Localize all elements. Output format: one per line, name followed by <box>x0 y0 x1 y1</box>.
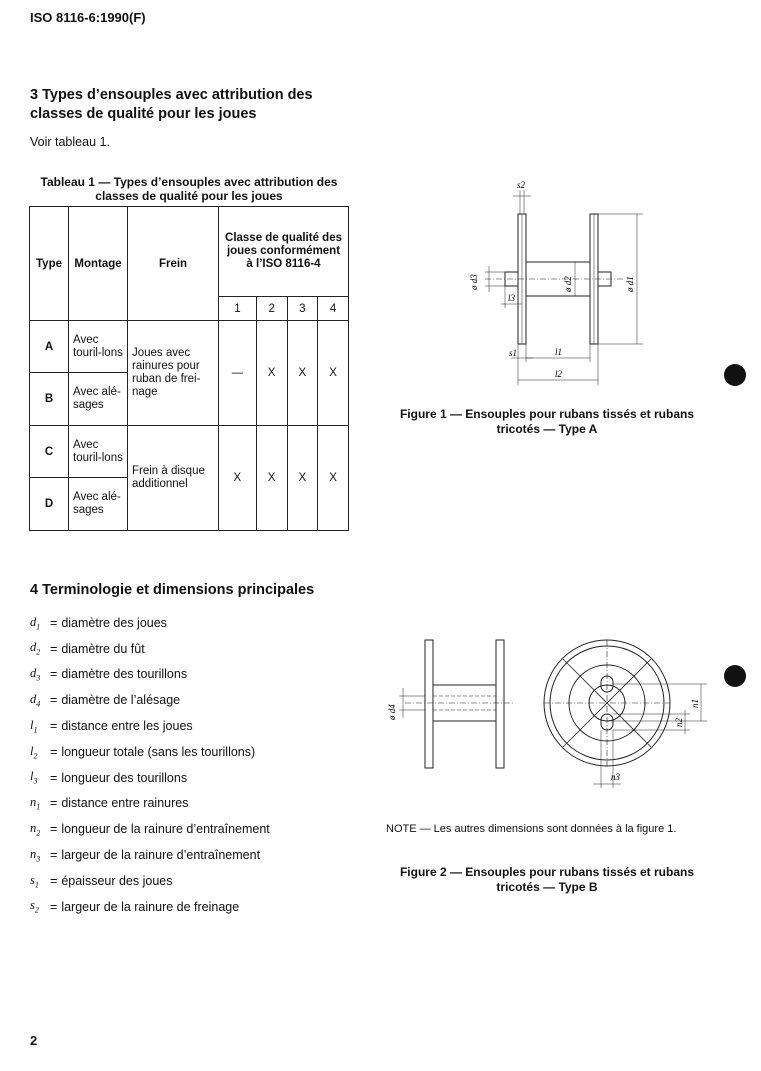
term-item: l2=longueur totale (sans les tourillons) <box>30 743 256 761</box>
term-definition: épaisseur des joues <box>61 873 173 888</box>
figure-1-drawing: s2 ø d3 ø d2 ø d1 l3 s1 l1 l2 <box>469 180 643 385</box>
label-d2: ø d2 <box>563 276 573 293</box>
label-d1: ø d1 <box>625 276 635 293</box>
label-d4: ø d4 <box>387 704 397 721</box>
term-definition: diamètre du fût <box>61 641 145 656</box>
table-row: A Avec touril-lons Joues avec rainures p… <box>29 320 349 426</box>
label-s2: s2 <box>517 180 526 190</box>
term-symbol: d2 <box>30 640 41 657</box>
term-item: n1=distance entre rainures <box>30 795 189 812</box>
label-l1: l1 <box>555 347 562 357</box>
term-definition: distance entre rainures <box>61 796 189 811</box>
term-item: s2=largeur de la rainure de freinage <box>30 898 240 915</box>
term-item: l3=longueur des tourillons <box>30 769 188 786</box>
term-definition: distance entre les joues <box>61 719 193 734</box>
label-s1: s1 <box>509 348 517 358</box>
label-n2: n2 <box>674 718 684 728</box>
class-3: 3 <box>286 296 319 321</box>
figure-2-note: NOTE — Les autres dimensions sont donnée… <box>386 823 677 835</box>
section-3-heading: 3 Types d’ensouples avec attribution des… <box>30 87 313 122</box>
term-item: d1=diamètre des joues <box>30 614 167 632</box>
class-value: X <box>317 320 349 426</box>
col-type: Type <box>29 206 69 321</box>
term-item: n3=largeur de la rainure d’entraînement <box>30 846 261 864</box>
term-symbol: d4 <box>30 692 41 709</box>
term-symbol: l2 <box>30 743 38 761</box>
row-type: B <box>29 372 69 426</box>
term-definition: diamètre des joues <box>61 615 167 630</box>
row-frein: Frein à disque additionnel <box>127 425 219 531</box>
class-value: X <box>286 425 319 531</box>
figure-2-caption: Figure 2 — Ensouples pour rubans tissés … <box>399 865 695 894</box>
standard-header: ISO 8116-6:1990(F) <box>30 10 146 25</box>
row-montage: Avec alé-sages <box>68 372 128 426</box>
term-definition: longueur totale (sans les tourillons) <box>61 744 256 759</box>
row-type: C <box>29 425 69 478</box>
label-d3: ø d3 <box>469 274 479 291</box>
term-item: l1=distance entre les joues <box>30 717 193 735</box>
revision-marker <box>724 364 746 386</box>
class-value: X <box>286 320 319 426</box>
row-frein: Joues avec rainures pour ruban de frei-n… <box>127 320 219 426</box>
class-value: X <box>255 425 288 531</box>
label-n3: n3 <box>611 772 621 782</box>
row-type: D <box>29 477 69 531</box>
row-montage: Avec touril-lons <box>68 425 128 478</box>
class-value: X <box>218 425 257 531</box>
term-symbol: n2 <box>30 821 41 838</box>
class-1: 1 <box>218 296 257 321</box>
row-montage: Avec alé-sages <box>68 477 128 531</box>
revision-marker <box>724 665 746 687</box>
term-symbol: s1 <box>30 872 39 890</box>
figure-2-drawing: ø d4 n1 n2 n3 <box>387 639 707 788</box>
table-1-caption: Tableau 1 — Types d’ensouples avec attri… <box>40 175 338 203</box>
col-montage: Montage <box>68 206 128 321</box>
term-item: n2=longueur de la rainure d’entraînement <box>30 821 270 838</box>
term-definition: diamètre des tourillons <box>61 667 188 682</box>
term-definition: diamètre de l’alésage <box>61 693 181 708</box>
term-symbol: d3 <box>30 666 41 683</box>
class-value: X <box>255 320 288 426</box>
term-symbol: l1 <box>30 717 38 735</box>
label-n1: n1 <box>690 699 700 708</box>
table-row: D Avec alé-sages <box>29 477 349 531</box>
label-l3: l3 <box>508 293 516 303</box>
col-classe: Classe de qualité des joues conformément… <box>218 206 349 297</box>
class-value: — <box>218 320 257 426</box>
term-item: d2=diamètre du fût <box>30 640 145 657</box>
term-symbol: n3 <box>30 846 41 864</box>
term-symbol: s2 <box>30 898 39 915</box>
page-number: 2 <box>30 1033 38 1048</box>
term-symbol: l3 <box>30 769 38 786</box>
term-symbol: n1 <box>30 795 41 812</box>
term-item: d3=diamètre des tourillons <box>30 666 188 683</box>
class-value: X <box>317 425 349 531</box>
term-definition: longueur des tourillons <box>61 770 188 785</box>
section-3-intro: Voir tableau 1. <box>30 135 110 149</box>
figure-1-caption: Figure 1 — Ensouples pour rubans tissés … <box>399 407 695 436</box>
table-1: Type Montage Frein Classe de qualité des… <box>29 206 349 531</box>
table-row: C Avec touril-lons Frein à disque additi… <box>29 425 349 531</box>
term-definition: largeur de la rainure de freinage <box>61 899 240 914</box>
col-frein: Frein <box>127 206 219 321</box>
class-2: 2 <box>255 296 288 321</box>
row-type: A <box>29 320 69 373</box>
term-definition: longueur de la rainure d’entraînement <box>61 822 270 837</box>
term-symbol: d1 <box>30 614 41 632</box>
term-item: d4=diamètre de l’alésage <box>30 692 181 709</box>
class-4: 4 <box>317 296 349 321</box>
row-montage: Avec touril-lons <box>68 320 128 373</box>
table-row: B Avec alé-sages <box>29 372 349 426</box>
term-item: s1=épaisseur des joues <box>30 872 173 890</box>
label-l2: l2 <box>555 369 563 379</box>
section-4-heading: 4 Terminologie et dimensions principales <box>30 582 315 598</box>
term-definition: largeur de la rainure d’entraînement <box>61 848 261 863</box>
